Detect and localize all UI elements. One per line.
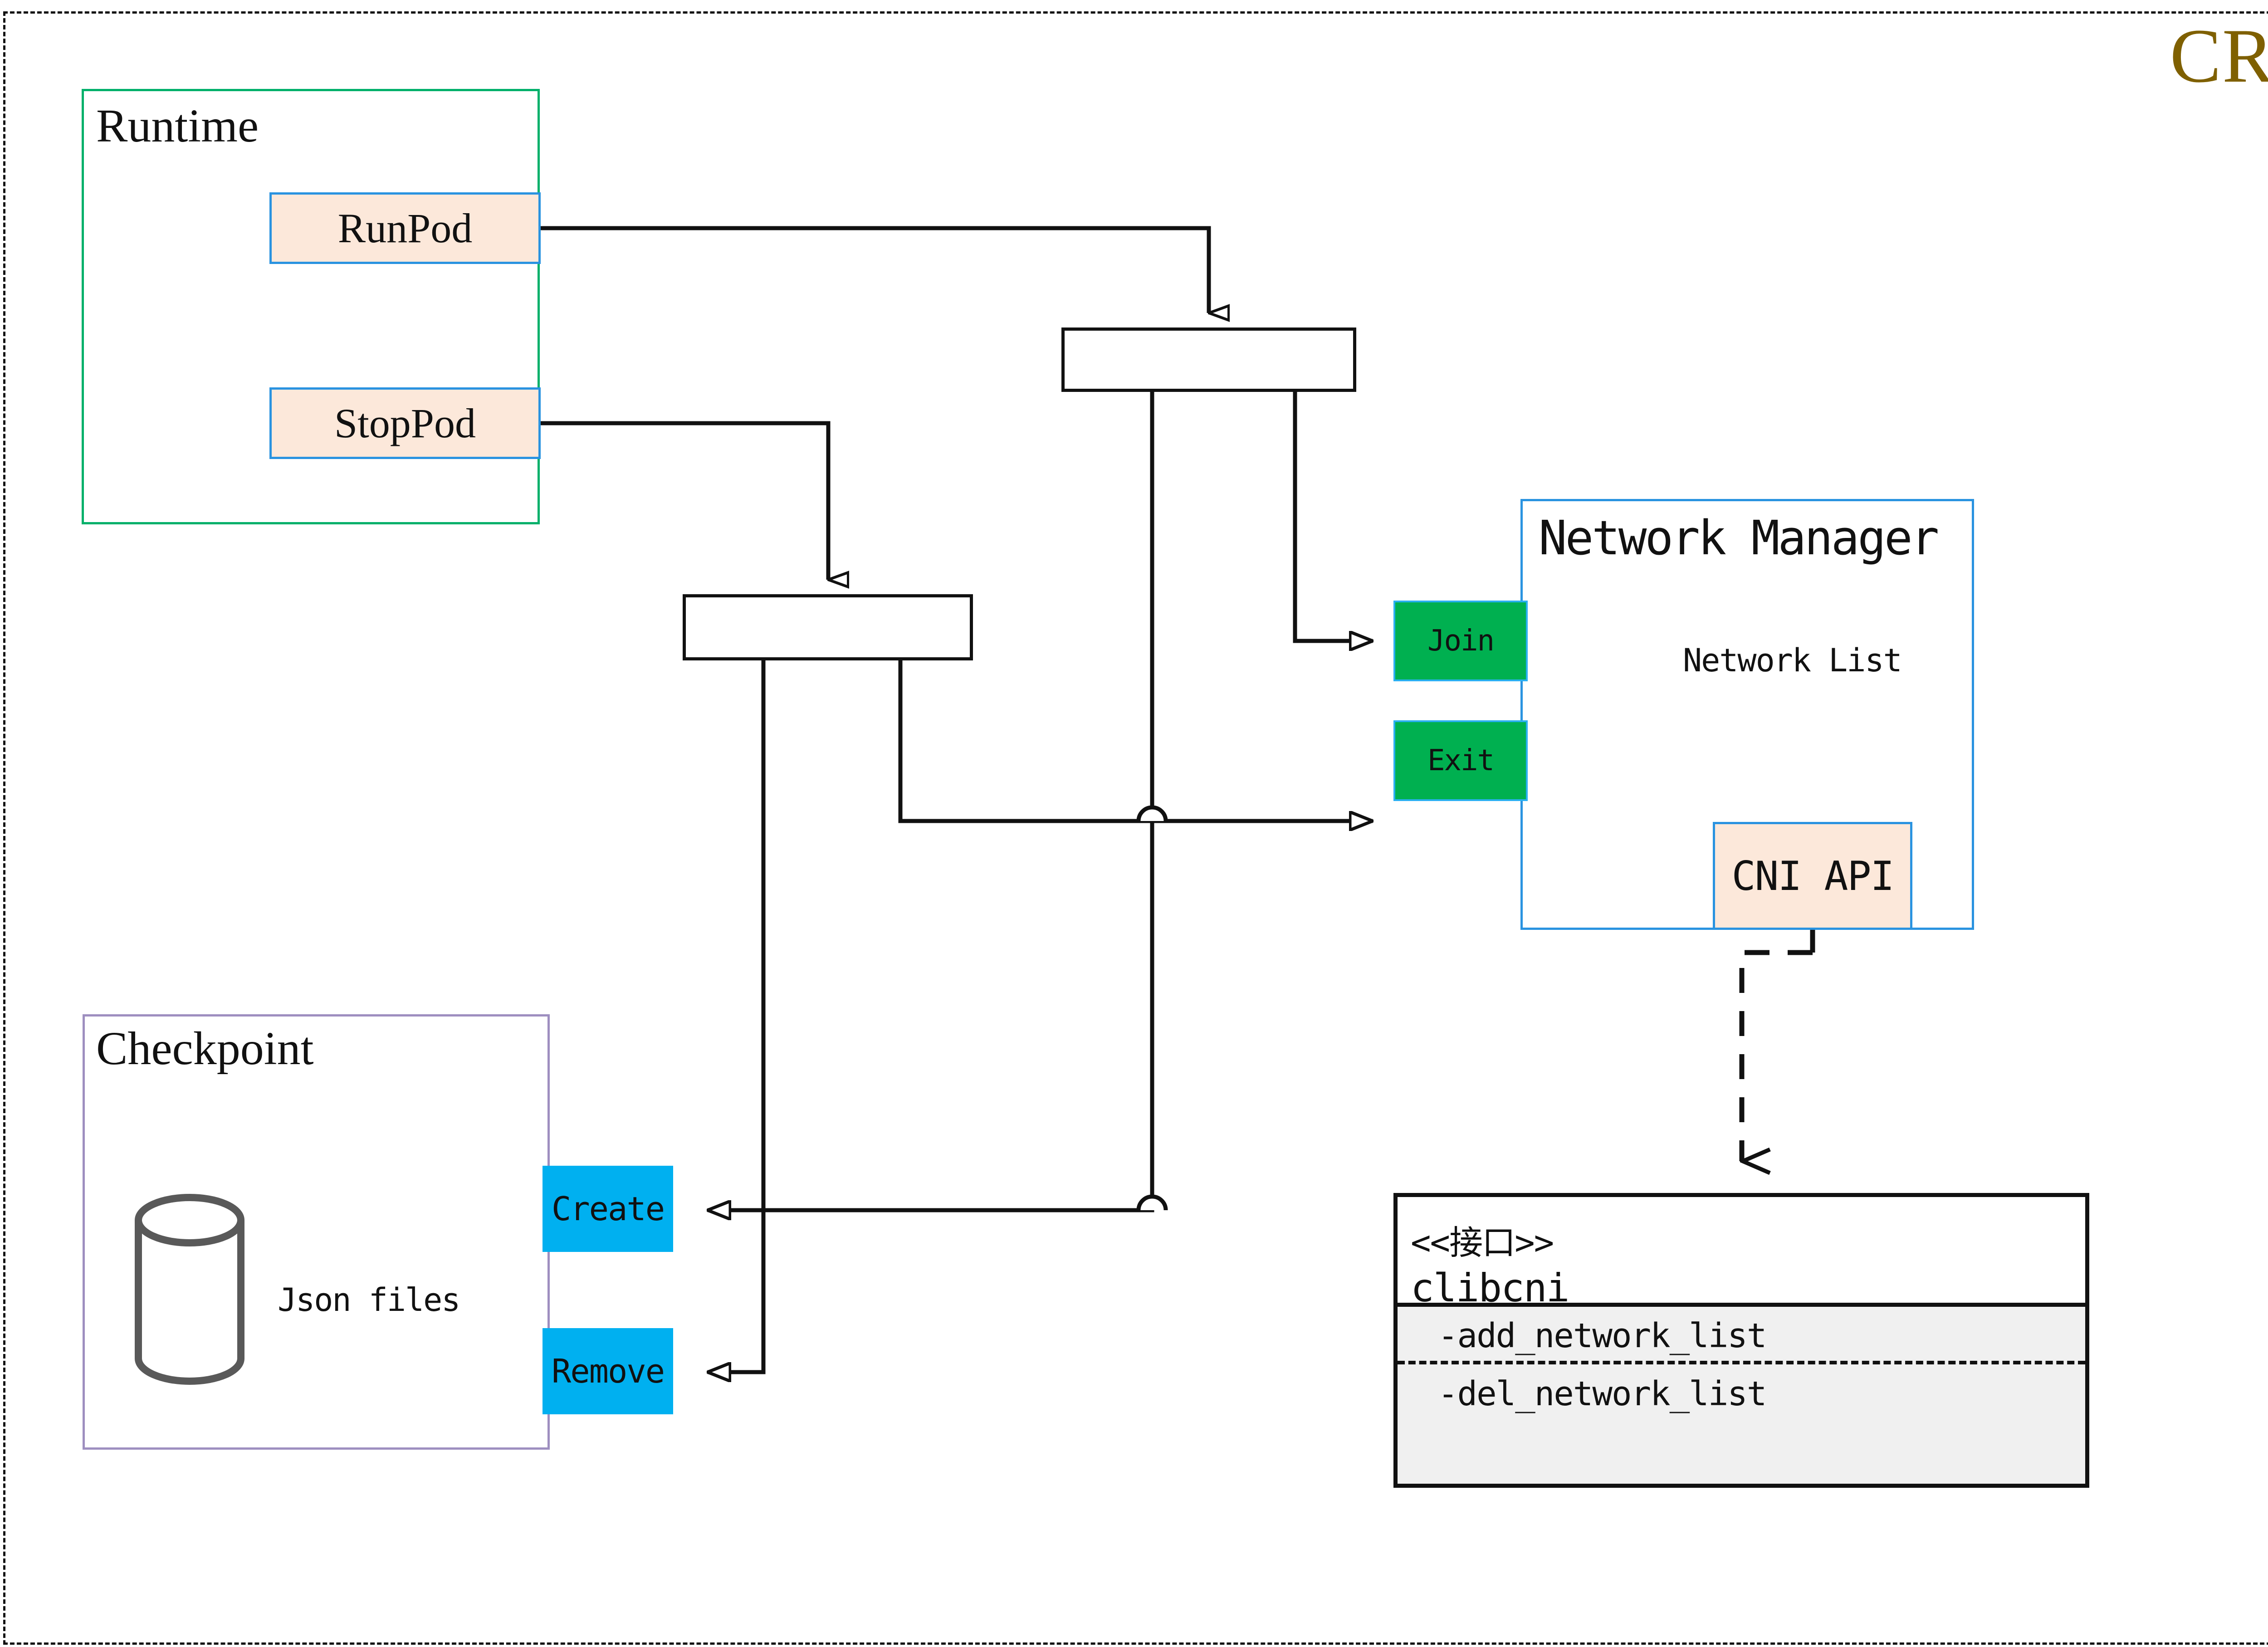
json-files-label: Json files	[278, 1281, 460, 1319]
join-label: Join	[1427, 624, 1495, 658]
checkpoint-package-label: Checkpoint	[96, 1022, 314, 1075]
runtime-package	[82, 89, 540, 524]
fork-bar-stoppod	[683, 594, 973, 660]
runtime-package-label: Runtime	[96, 100, 259, 152]
cni-api-box[interactable]: CNI API	[1713, 822, 1912, 930]
cni-api-label: CNI API	[1731, 852, 1895, 899]
exit-port[interactable]: Exit	[1393, 720, 1528, 801]
create-label: Create	[551, 1190, 665, 1228]
clibcni-stereotype: <<接口>>	[1411, 1223, 1554, 1262]
runpod-label: RunPod	[337, 205, 473, 251]
exit-label: Exit	[1427, 744, 1495, 777]
join-port[interactable]: Join	[1393, 601, 1528, 681]
network-list-label: Network List	[1683, 642, 1902, 679]
clibcni-name: clibcni	[1411, 1266, 1569, 1311]
stoppod-method[interactable]: StopPod	[269, 387, 541, 459]
remove-label: Remove	[551, 1352, 665, 1390]
clibcni-operation-add: -add_network_list	[1438, 1316, 1767, 1355]
create-action[interactable]: Create	[543, 1166, 673, 1252]
network-manager-label: Network Manager	[1539, 510, 1939, 566]
fork-bar-runpod	[1061, 327, 1356, 392]
runpod-method[interactable]: RunPod	[269, 192, 541, 264]
clibcni-operations-compartment	[1398, 1307, 2085, 1484]
diagram-outer-frame	[3, 11, 2268, 1645]
clibcni-compartment-divider	[1393, 1303, 2089, 1307]
stoppod-label: StopPod	[334, 400, 476, 446]
remove-action[interactable]: Remove	[543, 1328, 673, 1414]
checkpoint-package	[83, 1014, 550, 1450]
page-title: CRI	[2170, 13, 2268, 98]
clibcni-operation-separator	[1398, 1361, 2085, 1364]
clibcni-operation-del: -del_network_list	[1438, 1374, 1767, 1413]
